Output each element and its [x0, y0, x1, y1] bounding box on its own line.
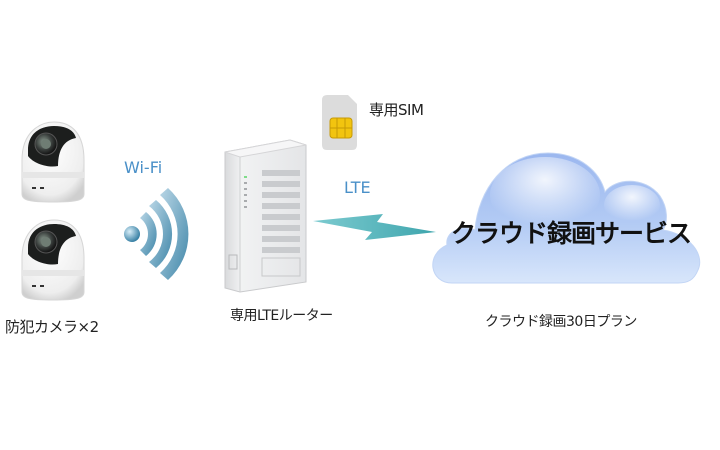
lte-label: LTE: [344, 178, 371, 197]
wifi-signal-icon: [124, 188, 189, 280]
lte-signal-bolt-icon: [313, 214, 436, 240]
security-camera-icon: [21, 121, 85, 203]
lte-router-icon: [224, 139, 307, 293]
sim-label: 専用SIM: [369, 101, 424, 119]
cameras-label: 防犯カメラ×2: [5, 318, 99, 336]
router-label: 専用LTEルーター: [230, 308, 333, 324]
sim-card-icon: [322, 95, 357, 150]
cloud-service-title: クラウド録画サービス: [451, 219, 692, 248]
plan-label: クラウド録画30日プラン: [485, 314, 637, 330]
wifi-label: Wi-Fi: [124, 158, 163, 177]
security-camera-icon: [21, 219, 85, 301]
cloud-icon: [432, 152, 701, 284]
